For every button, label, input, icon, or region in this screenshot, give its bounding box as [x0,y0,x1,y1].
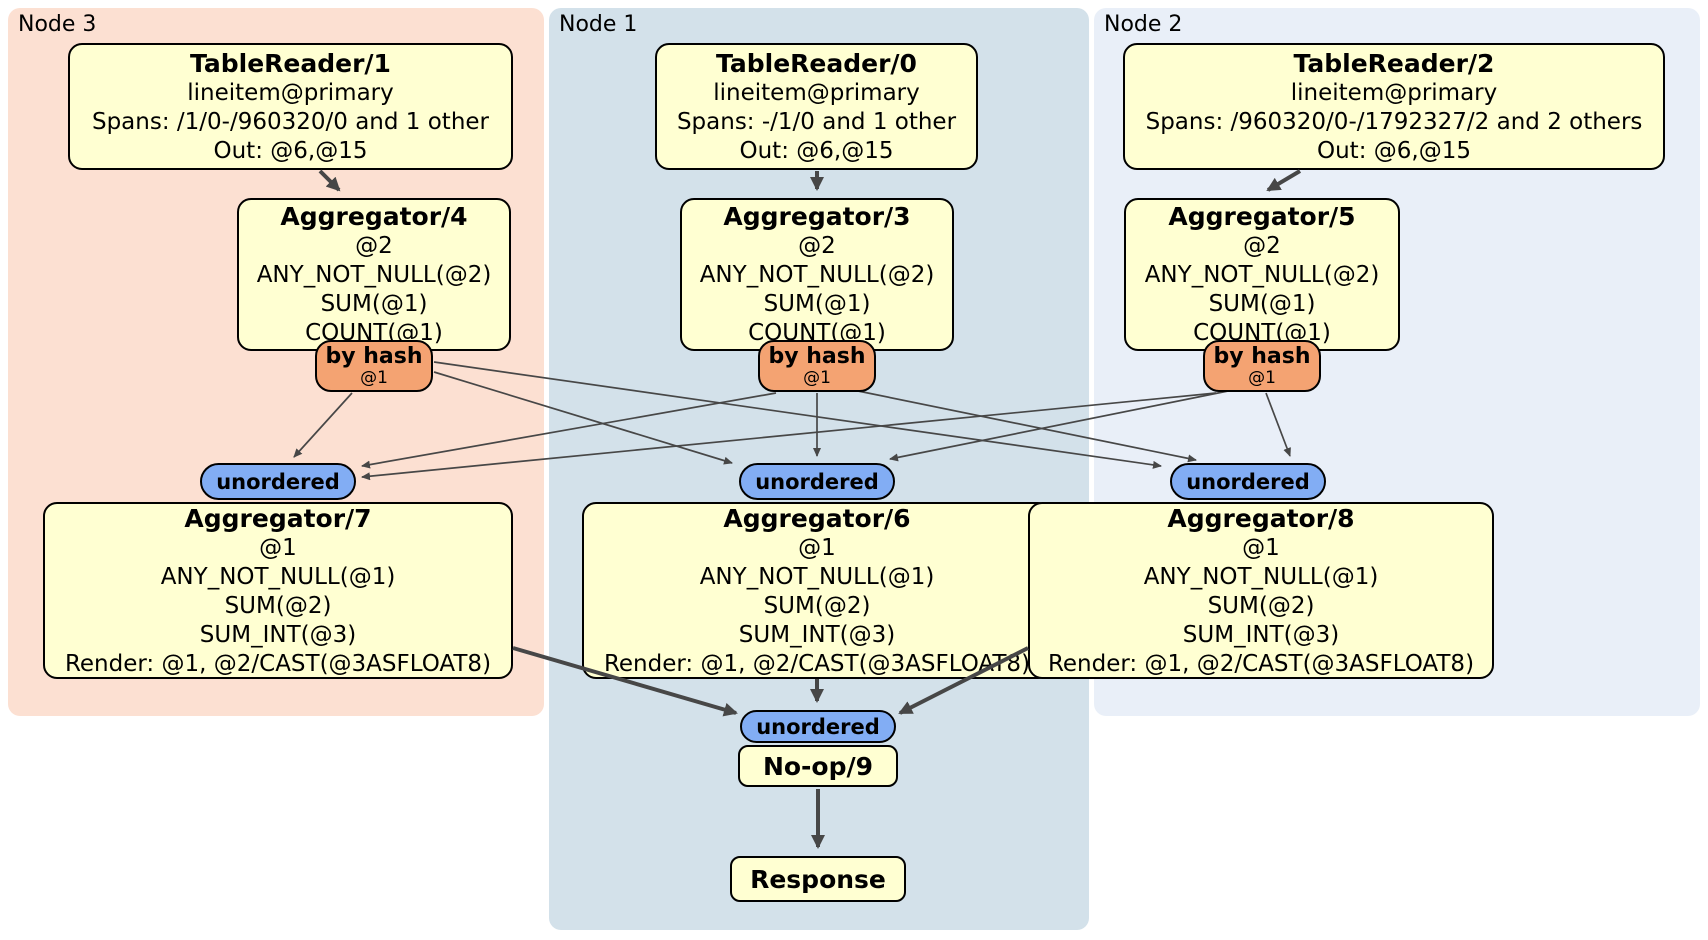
tablereader-0-box: TableReader/0 lineitem@primary Spans: -/… [655,43,978,170]
aggregator-4-fn1: ANY_NOT_NULL(@2) [256,262,492,288]
noop-9-box: No-op/9 [738,745,898,787]
aggregator-4-groupcols: @2 [355,233,393,259]
aggregator-5-title: Aggregator/5 [1168,202,1356,231]
aggregator-8-title: Aggregator/8 [1167,503,1355,533]
aggregator-6-fn3: SUM_INT(@3) [738,621,896,648]
aggregator-3-groupcols: @2 [798,233,836,259]
tablereader-2-spans: Spans: /960320/0-/1792327/2 and 2 others [1145,108,1643,135]
aggregator-4-title: Aggregator/4 [280,202,468,231]
tablereader-0-out: Out: @6,@15 [739,137,894,164]
by-hash-column: @1 [360,367,388,388]
by-hash-label: by hash [768,343,866,369]
by-hash-column: @1 [803,367,831,388]
aggregator-3-fn2: SUM(@1) [763,291,871,317]
unordered-sync-final: unordered [740,710,896,743]
aggregator-5-fn2: SUM(@1) [1208,291,1316,317]
by-hash-router-node1: by hash @1 [758,340,876,392]
node2-label: Node 2 [1104,12,1183,37]
aggregator-4-fn2: SUM(@1) [320,291,428,317]
tablereader-1-out: Out: @6,@15 [213,137,368,164]
aggregator-7-fn3: SUM_INT(@3) [199,621,357,648]
aggregator-8-fn3: SUM_INT(@3) [1182,621,1340,648]
aggregator-3-fn1: ANY_NOT_NULL(@2) [699,262,935,288]
tablereader-1-box: TableReader/1 lineitem@primary Spans: /1… [68,43,513,170]
aggregator-5-groupcols: @2 [1243,233,1281,259]
aggregator-4-box: Aggregator/4 @2 ANY_NOT_NULL(@2) SUM(@1)… [237,198,511,351]
aggregator-3-box: Aggregator/3 @2 ANY_NOT_NULL(@2) SUM(@1)… [680,198,954,351]
unordered-label: unordered [1186,469,1310,494]
aggregator-7-groupcols: @1 [259,534,297,561]
tablereader-1-index: lineitem@primary [187,79,394,106]
tablereader-0-index: lineitem@primary [713,79,920,106]
node1-label: Node 1 [559,12,638,37]
response-title: Response [750,864,886,894]
aggregator-8-render: Render: @1, @2/CAST(@3ASFLOAT8) [1047,650,1475,677]
tablereader-0-spans: Spans: -/1/0 and 1 other [676,108,957,135]
unordered-label: unordered [756,714,880,739]
node3-label: Node 3 [18,12,97,37]
unordered-label: unordered [755,469,879,494]
tablereader-2-index: lineitem@primary [1290,79,1498,106]
unordered-sync-node1: unordered [739,463,895,500]
aggregator-6-title: Aggregator/6 [723,503,911,533]
tablereader-0-title: TableReader/0 [716,48,917,78]
noop-9-title: No-op/9 [762,751,874,781]
aggregator-7-render: Render: @1, @2/CAST(@3ASFLOAT8) [64,650,492,677]
tablereader-1-title: TableReader/1 [190,48,391,78]
aggregator-6-fn2: SUM(@2) [763,592,871,619]
by-hash-label: by hash [325,343,423,369]
by-hash-label: by hash [1213,343,1311,369]
tablereader-2-title: TableReader/2 [1293,48,1495,78]
by-hash-router-node3: by hash @1 [315,340,433,392]
aggregator-7-fn1: ANY_NOT_NULL(@1) [160,563,396,590]
aggregator-8-fn1: ANY_NOT_NULL(@1) [1143,563,1379,590]
tablereader-2-out: Out: @6,@15 [1317,137,1471,164]
response-box: Response [730,856,906,902]
aggregator-5-fn1: ANY_NOT_NULL(@2) [1144,262,1380,288]
aggregator-3-title: Aggregator/3 [723,202,911,231]
aggregator-6-render: Render: @1, @2/CAST(@3ASFLOAT8) [603,650,1031,677]
aggregator-7-box: Aggregator/7 @1 ANY_NOT_NULL(@1) SUM(@2)… [43,502,513,679]
aggregator-8-fn2: SUM(@2) [1207,592,1315,619]
by-hash-router-node2: by hash @1 [1203,340,1321,392]
tablereader-1-spans: Spans: /1/0-/960320/0 and 1 other [91,108,490,135]
aggregator-7-title: Aggregator/7 [184,503,372,533]
aggregator-5-box: Aggregator/5 @2 ANY_NOT_NULL(@2) SUM(@1)… [1124,198,1400,351]
aggregator-6-fn1: ANY_NOT_NULL(@1) [699,563,935,590]
unordered-sync-node2: unordered [1170,463,1326,500]
unordered-sync-node3: unordered [200,463,356,500]
aggregator-6-box: Aggregator/6 @1 ANY_NOT_NULL(@1) SUM(@2)… [582,502,1052,679]
unordered-label: unordered [216,469,340,494]
tablereader-2-box: TableReader/2 lineitem@primary Spans: /9… [1123,43,1665,170]
aggregator-6-groupcols: @1 [798,534,836,561]
aggregator-8-groupcols: @1 [1242,534,1280,561]
aggregator-8-box: Aggregator/8 @1 ANY_NOT_NULL(@1) SUM(@2)… [1028,502,1494,679]
by-hash-column: @1 [1248,367,1276,388]
aggregator-7-fn2: SUM(@2) [224,592,332,619]
